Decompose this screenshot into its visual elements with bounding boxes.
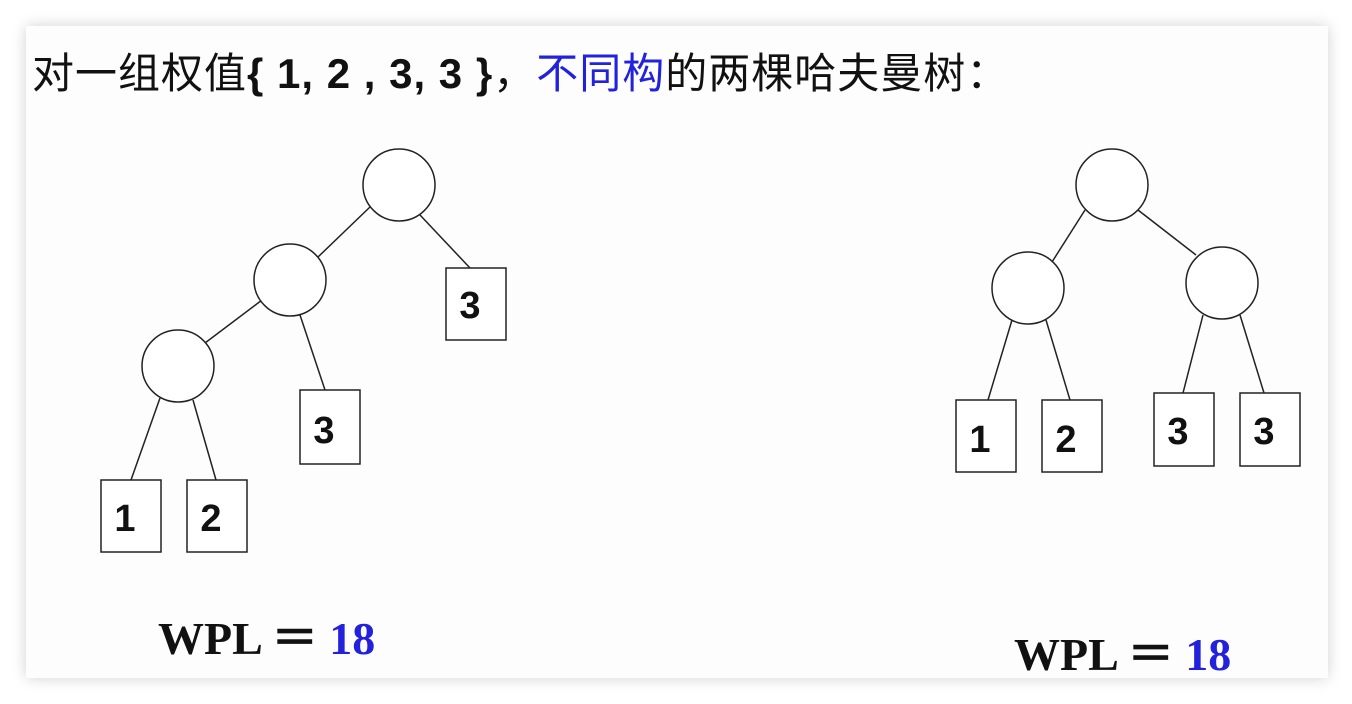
slide-title: 对一组权值{ 1, 2 , 3, 3 }，不同构的两棵哈夫曼树： [32,40,1009,101]
wpl-label: WPL ＝ [1014,629,1174,680]
edge [299,314,326,391]
leaf-node [100,479,162,553]
leaf-value: 3 [313,410,334,452]
edge [1051,209,1086,263]
title-comma: ， [493,49,537,98]
internal-node [991,251,1065,325]
leaf-node [186,479,248,553]
internal-node [141,329,215,403]
title-suffix: 的两棵哈夫曼树： [665,49,1010,98]
title-highlight: 不同构 [536,49,666,98]
internal-node [253,243,327,317]
leaf-node [1153,392,1215,467]
edge [317,206,371,258]
leaf-node [1239,392,1301,467]
leaf-value: 1 [969,419,990,461]
leaf-value: 3 [1167,411,1188,453]
wpl-tree-1: WPL ＝ 18 [158,602,375,668]
edge [987,319,1013,401]
leaf-node [445,267,507,341]
edge [192,399,217,481]
internal-node [1185,246,1259,320]
leaf-node [299,389,361,465]
edge [1137,209,1197,256]
leaf-node [955,399,1017,473]
huffman-tree-1: 3 3 1 2 [100,148,507,553]
title-weights: { 1, 2 , 3, 3 } [247,50,494,97]
wpl-value: 18 [329,613,376,664]
wpl-label: WPL ＝ [158,613,318,664]
edge [419,214,471,269]
leaf-value: 2 [1055,419,1076,461]
huffman-tree-2: 1 2 3 3 [955,148,1301,473]
edge [204,299,263,344]
wpl-value: 18 [1185,629,1232,680]
leaf-value: 1 [114,498,135,540]
slide [26,26,1328,678]
wpl-tree-2: WPL ＝ 18 [1014,618,1231,684]
leaf-value: 3 [459,285,480,327]
internal-node [362,148,436,222]
leaf-value: 3 [1253,411,1274,453]
edge [1182,314,1204,394]
edge [130,397,161,481]
title-prefix: 对一组权值 [32,49,248,98]
leaf-value: 2 [200,498,221,540]
edge [1239,314,1265,394]
leaf-node [1041,399,1103,473]
edge [1045,319,1071,401]
internal-node [1075,148,1149,222]
